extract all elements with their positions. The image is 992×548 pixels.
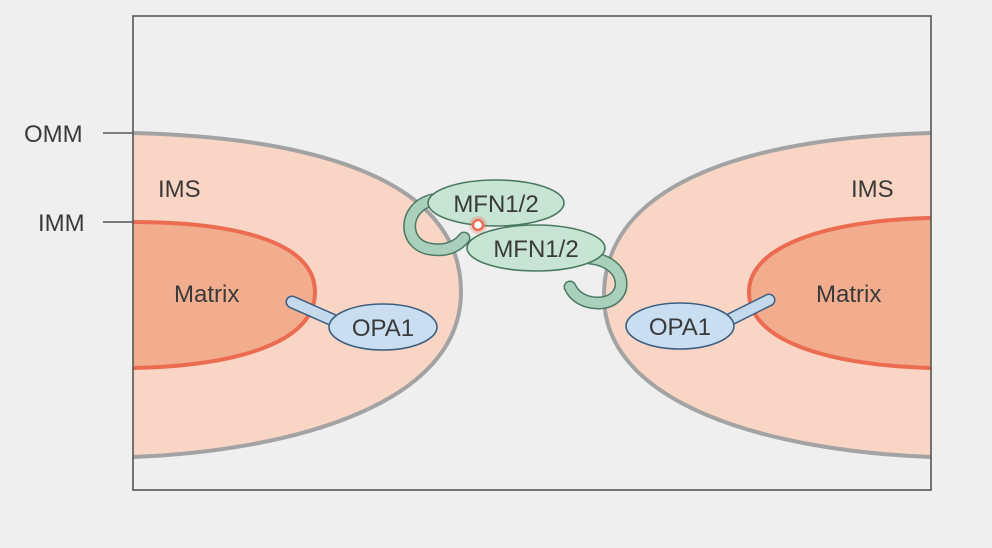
- right-matrix-region: [749, 218, 931, 368]
- opa1-left: [285, 295, 438, 351]
- left-imm-membrane: [132, 220, 318, 370]
- left-matrix-region: [133, 222, 315, 368]
- diagram-frame: [132, 15, 932, 491]
- opa1-right: [625, 293, 776, 350]
- ims-label-right: IMS: [851, 176, 894, 203]
- matrix-label-right: Matrix: [816, 281, 881, 308]
- omm-label: OMM: [24, 121, 83, 148]
- opa1-left-body: [328, 303, 438, 351]
- opa1-right-body: [625, 302, 735, 350]
- mfn-top: [403, 179, 565, 257]
- imm-label: IMM: [38, 210, 85, 237]
- matrix-label-left: Matrix: [174, 281, 239, 308]
- mfn-top-label: MFN1/2: [453, 191, 538, 218]
- mfn-bottom: [466, 224, 628, 310]
- right-imm-membrane: [746, 216, 932, 370]
- mfn-top-body: [427, 179, 565, 227]
- left-mitochondrion: [132, 131, 464, 459]
- ims-label-left: IMS: [158, 176, 201, 203]
- mfn-bottom-label: MFN1/2: [493, 236, 578, 263]
- mfn-contact-point: [469, 216, 487, 234]
- opa1-right-label: OPA1: [649, 314, 711, 341]
- opa1-left-label: OPA1: [352, 315, 414, 342]
- mfn-bottom-body: [466, 224, 606, 272]
- left-omm-membrane: [132, 131, 464, 459]
